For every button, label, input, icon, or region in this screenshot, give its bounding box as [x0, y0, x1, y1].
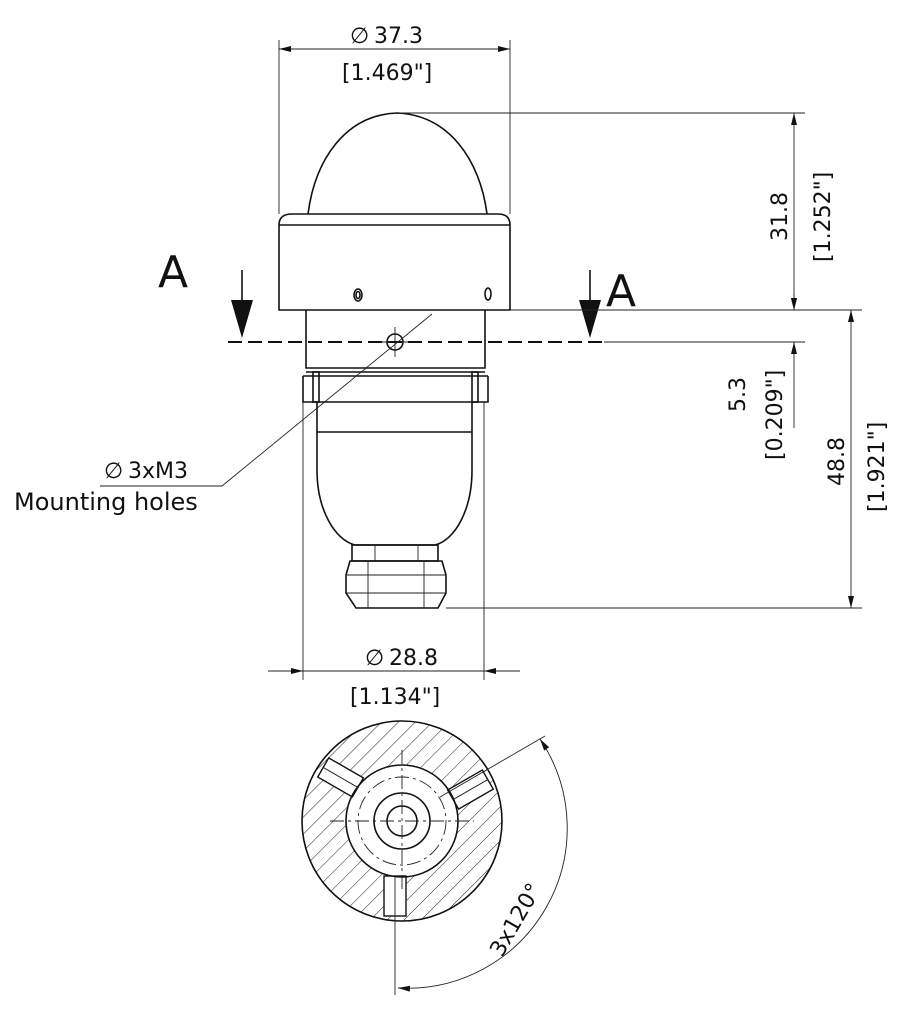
- diameter-symbol-holes: ∅: [104, 459, 123, 484]
- overall-diameter-imperial: [1.469"]: [342, 61, 432, 86]
- diameter-symbol-bottom: ∅: [365, 646, 384, 671]
- section-letter-left: A: [158, 247, 188, 298]
- body-height-imperial: [1.921"]: [865, 422, 890, 512]
- overall-diameter-value: 37.3: [374, 24, 423, 49]
- screw-hole-left: [353, 288, 363, 302]
- flange: [302, 371, 489, 403]
- flange-slot-left: [312, 371, 320, 403]
- body-height-value: 48.8: [825, 437, 850, 486]
- body-diameter-value: 28.8: [389, 646, 438, 671]
- gland-collar: [351, 544, 439, 562]
- section-arrow-left-head: [231, 300, 253, 338]
- section-arrow-right-head: [579, 300, 601, 338]
- dome-height-value: 31.8: [768, 192, 793, 241]
- gland-nut: [345, 560, 447, 609]
- section-letter-right: A: [606, 266, 636, 317]
- neck: [305, 310, 486, 369]
- body-diameter-imperial: [1.134"]: [350, 685, 440, 710]
- lower-body: [316, 402, 473, 546]
- flange-slot-right: [471, 371, 479, 403]
- mounting-hole-leader: [100, 313, 433, 487]
- section-view: 3x120°: [301, 720, 568, 995]
- side-view: A A: [100, 112, 636, 609]
- diameter-symbol-top: ∅: [350, 24, 369, 49]
- dimensions: ∅ 37.3 [1.469"] 31.8 [1.252"] 5.3 [0.209…: [14, 24, 890, 710]
- cap-body: [278, 213, 511, 311]
- screw-hole-right: [484, 287, 492, 301]
- angle-arc: [397, 738, 568, 992]
- dome-height-imperial: [1.252"]: [811, 172, 836, 262]
- hole-label: Mounting holes: [14, 488, 198, 516]
- section-offset-imperial: [0.209"]: [763, 370, 788, 460]
- hole-spec: 3xM3: [128, 459, 188, 484]
- screw-hole-left-inner: [355, 290, 361, 300]
- section-offset-value: 5.3: [726, 377, 751, 412]
- dome-outline: [307, 112, 488, 215]
